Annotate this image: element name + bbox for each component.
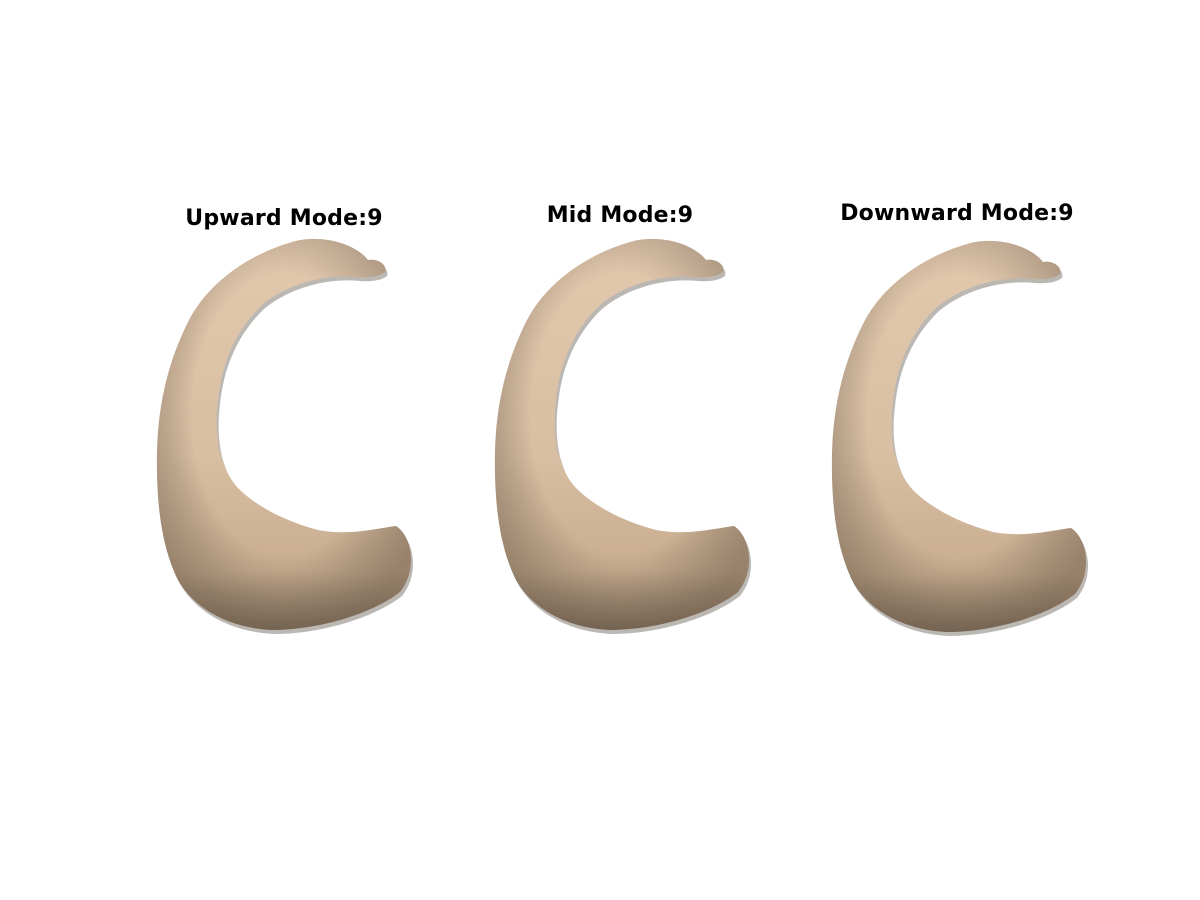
shape-mid-render [494, 238, 752, 634]
panel-title-upward: Upward Mode:9 [185, 206, 383, 231]
shape-upward-render [156, 238, 414, 634]
shape-downward-render [831, 240, 1089, 636]
panel-title-downward: Downward Mode:9 [840, 201, 1074, 226]
panel-title-mid: Mid Mode:9 [546, 203, 694, 228]
